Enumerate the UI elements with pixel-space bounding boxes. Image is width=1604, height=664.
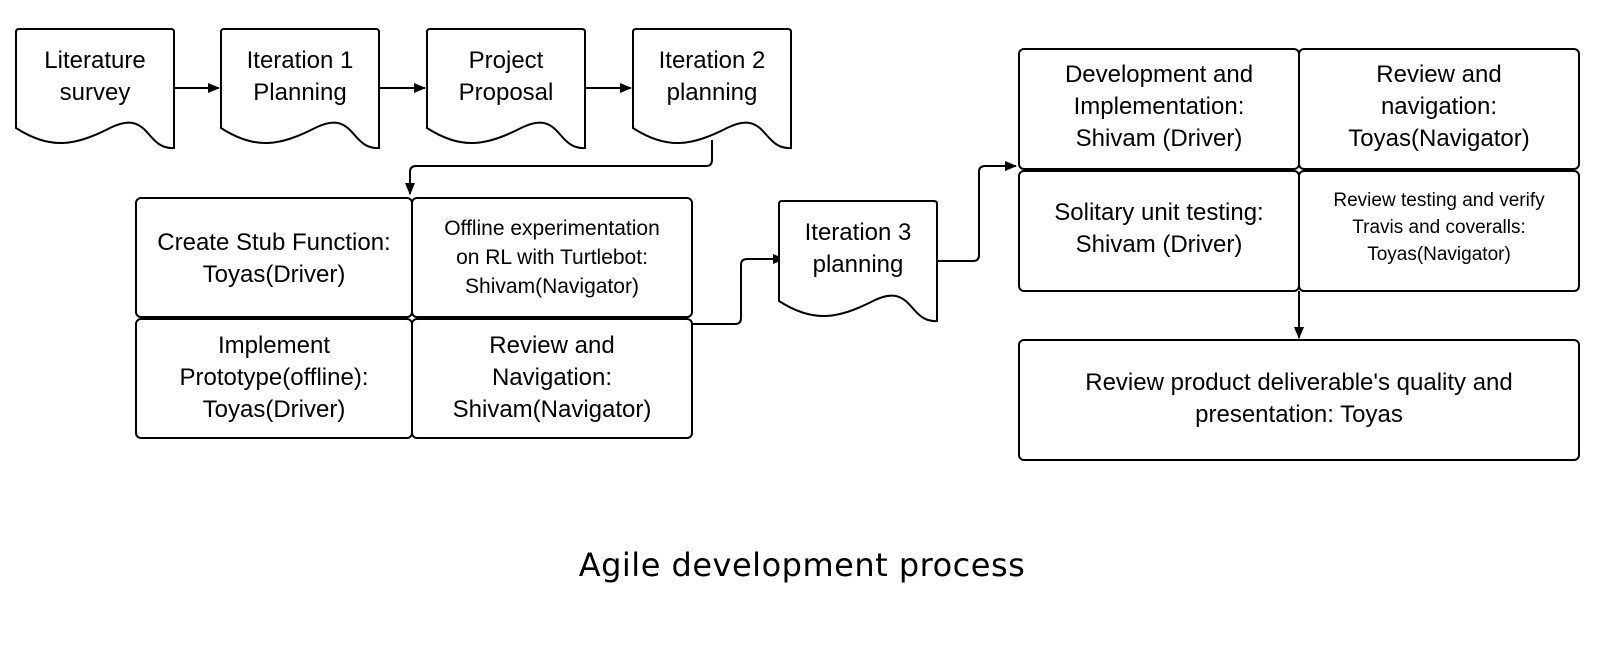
task-line: Shivam (Driver): [1076, 125, 1243, 152]
task-line: Toyas(Navigator): [1367, 244, 1511, 265]
arrow-tasks-to-iteration3: [692, 254, 785, 325]
task-line: Toyas(Driver): [203, 396, 346, 423]
task-offline-experimentation: Offline experimentation on RL with Turtle…: [411, 197, 693, 318]
doc-line: planning: [813, 251, 904, 278]
doc-iteration-2-planning: Iteration 2 planning: [632, 28, 792, 150]
svg-text:Review product deliverable's q: Review product deliverable's quality and…: [1085, 369, 1513, 428]
doc-line: Planning: [253, 79, 346, 106]
task-line: Toyas(Navigator): [1348, 125, 1529, 152]
task-unit-testing: Solitary unit testing: Shivam (Driver): [1018, 170, 1300, 292]
task-review-nav: Review and navigation: Toyas(Navigator): [1298, 48, 1580, 170]
task-line: Review and: [489, 332, 614, 359]
task-line: presentation: Toyas: [1195, 401, 1403, 428]
svg-text:Create Stub Function:Toyas(Dri: Create Stub Function: Toyas(Driver): [157, 229, 390, 288]
task-line: on RL with Turtlebot:: [456, 246, 648, 269]
task-line: Review testing and verify: [1333, 190, 1545, 211]
doc-line: Iteration 3: [805, 219, 912, 246]
arrow-iteration3-to-tasks: [937, 161, 1017, 262]
task-line: Shivam(Navigator): [465, 275, 639, 298]
svg-text:Solitary unit testing:Shivam (: Solitary unit testing: Shivam (Driver): [1054, 199, 1263, 258]
task-line: Solitary unit testing:: [1054, 199, 1263, 226]
doc-line: Project: [469, 47, 544, 74]
doc-iteration-3-planning: Iteration 3 planning: [778, 200, 938, 323]
doc-iteration-1-planning: Iteration 1 Planning: [220, 28, 380, 150]
doc-line: Iteration 1: [247, 47, 354, 74]
task-line: navigation:: [1381, 93, 1497, 120]
task-line: Review and: [1376, 61, 1501, 88]
task-line: Shivam (Driver): [1076, 231, 1243, 258]
doc-literature-survey: Literature survey: [15, 28, 175, 150]
task-line: Toyas(Driver): [203, 261, 346, 288]
task-line: Prototype(offline):: [180, 364, 369, 391]
task-line: Navigation:: [492, 364, 612, 391]
task-create-stub: Create Stub Function: Toyas(Driver): [135, 197, 413, 318]
task-final-review: Review product deliverable's quality and…: [1018, 339, 1580, 461]
doc-line: Iteration 2: [659, 47, 766, 74]
arrow-iteration2-to-tasks: [405, 140, 713, 195]
agile-process-diagram: Literature survey Iteration 1 Planning Pro…: [15, 28, 1580, 461]
diagram-caption: Agile development process: [578, 546, 1026, 584]
task-line: Implement: [218, 332, 330, 359]
task-line: Create Stub Function:: [157, 229, 390, 256]
task-line: Review product deliverable's quality and: [1085, 369, 1513, 396]
doc-line: Literature: [44, 47, 145, 74]
doc-line: Proposal: [459, 79, 554, 106]
task-line: Implementation:: [1074, 93, 1245, 120]
task-line: Development and: [1065, 61, 1253, 88]
doc-line: survey: [60, 79, 131, 106]
task-line: Offline experimentation: [444, 217, 660, 240]
doc-line: planning: [667, 79, 758, 106]
task-line: Travis and coveralls:: [1352, 217, 1526, 238]
task-line: Shivam(Navigator): [453, 396, 652, 423]
